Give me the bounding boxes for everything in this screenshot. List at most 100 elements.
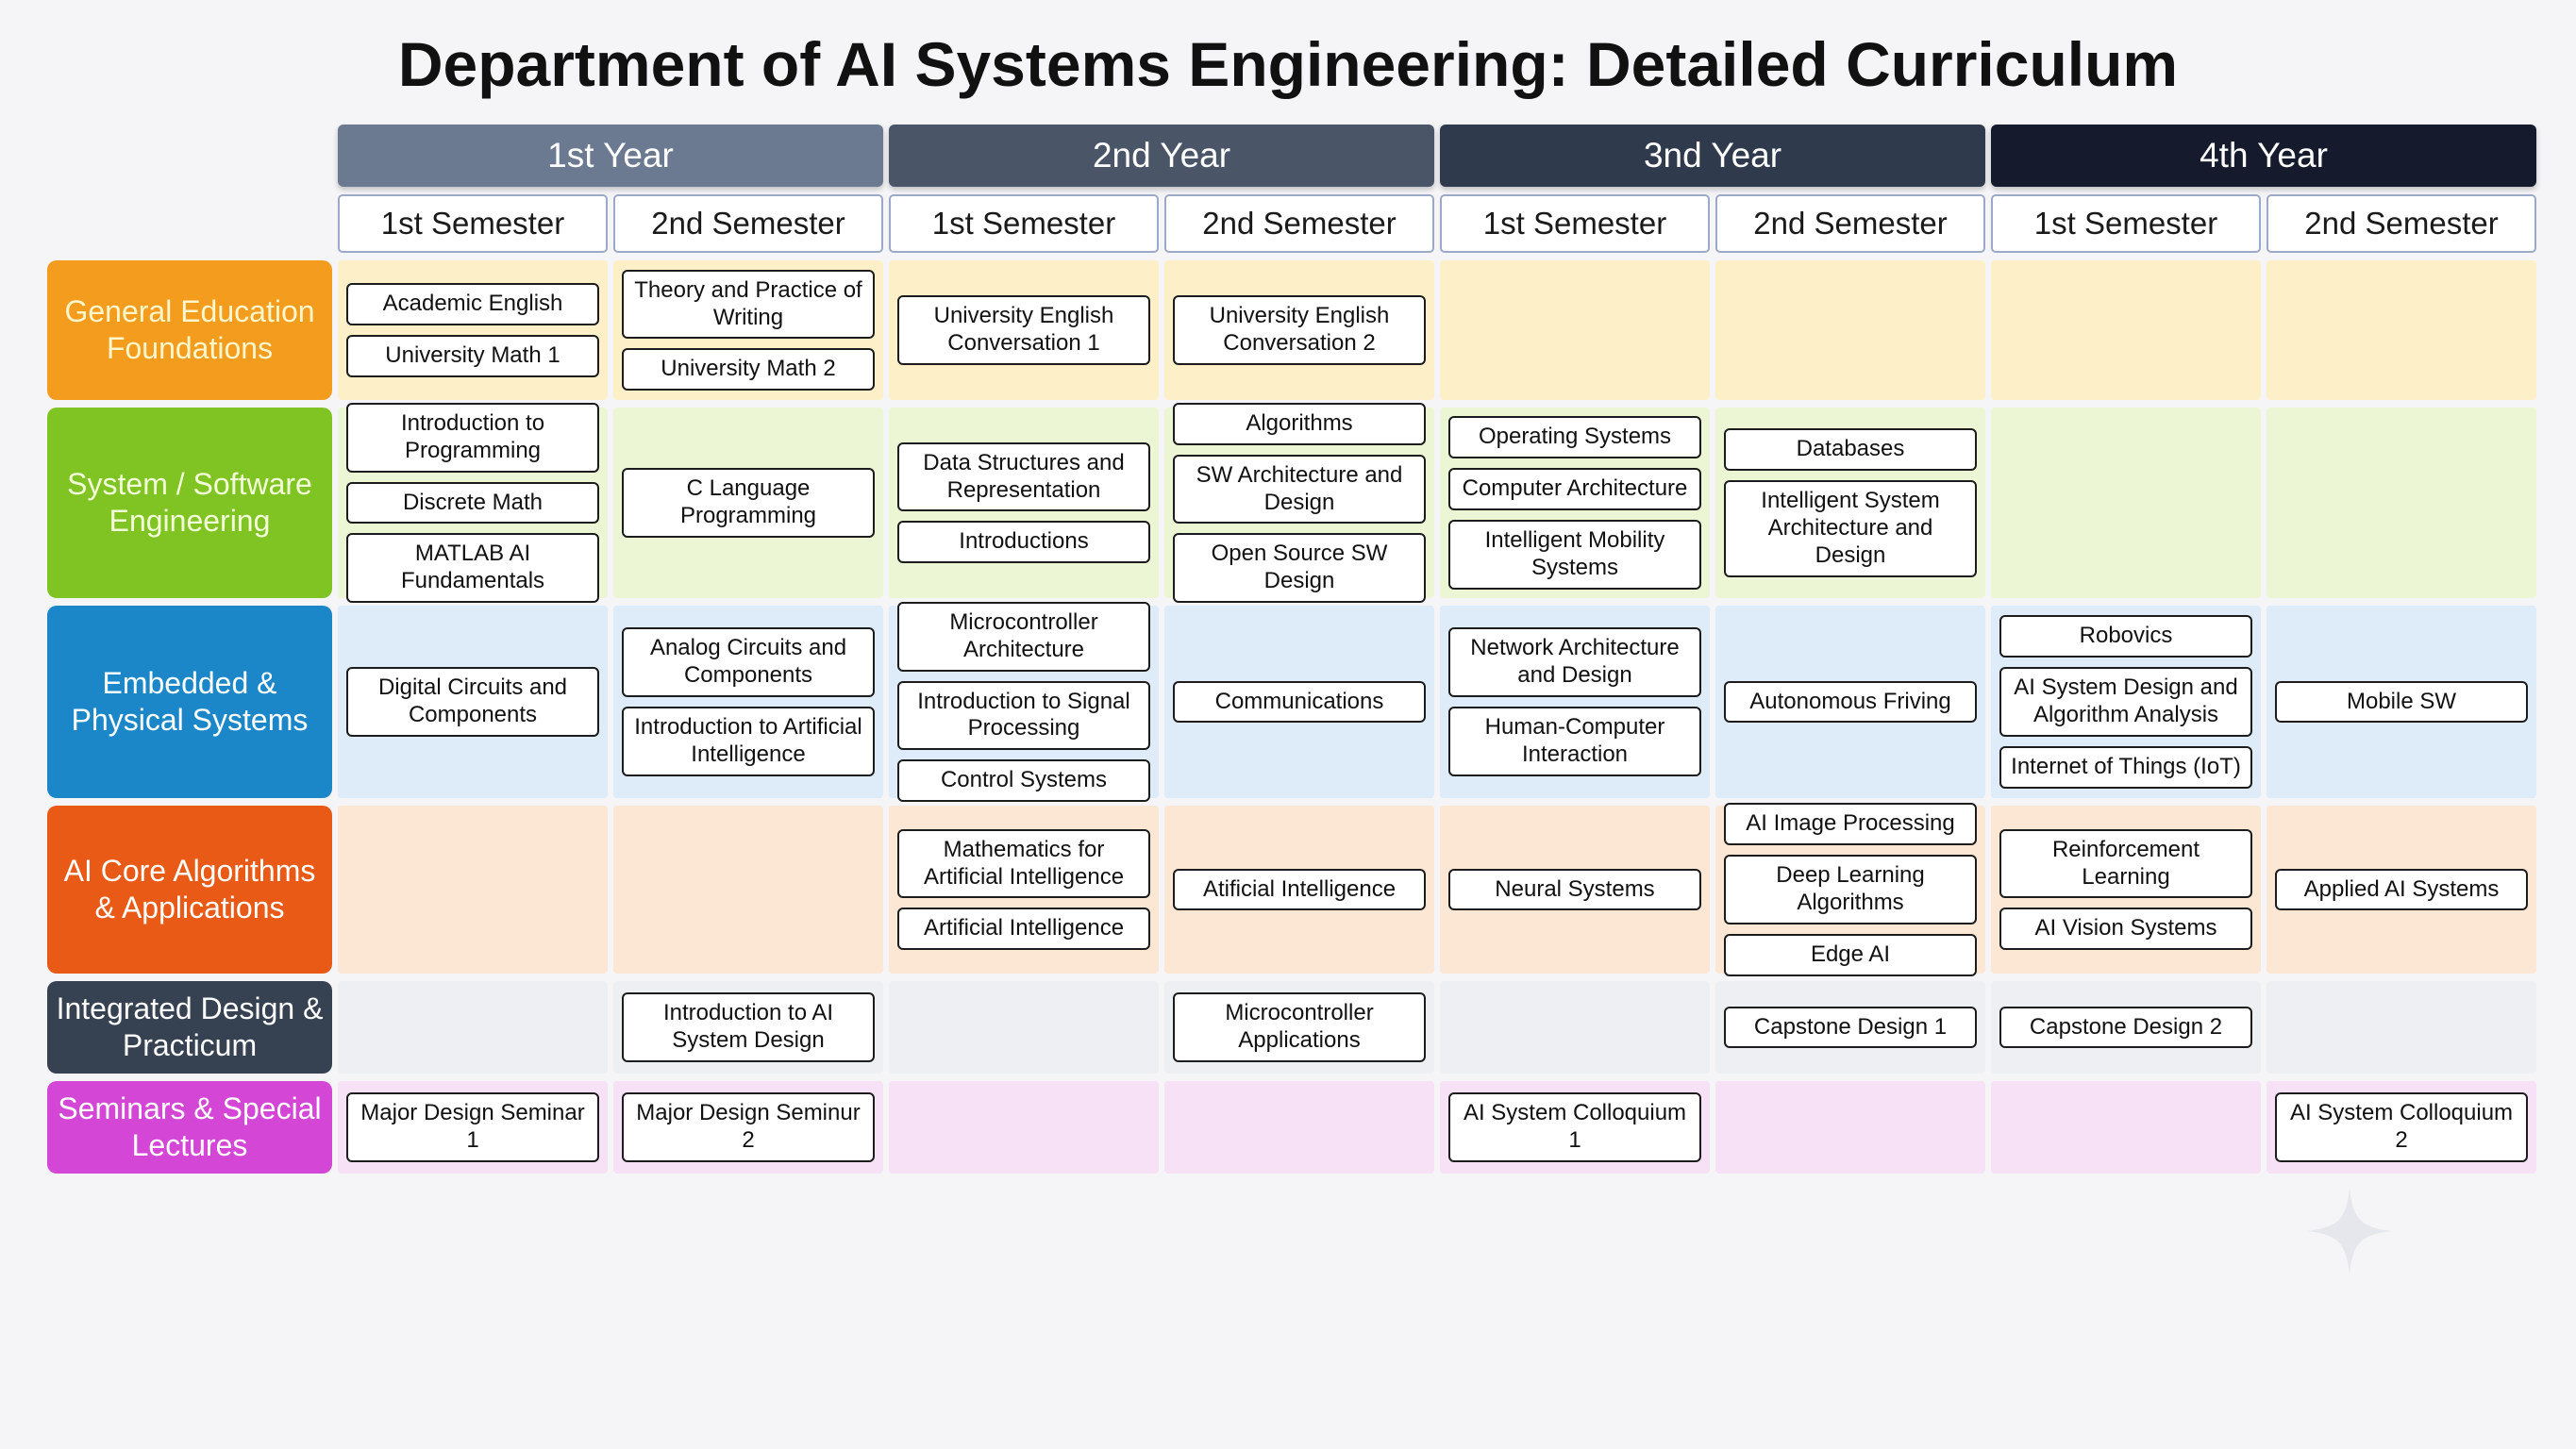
course-box: Edge AI: [1724, 933, 1977, 976]
semester-header: 2nd Semester: [613, 194, 883, 253]
curriculum-cell: Atificial Intelligence: [1164, 806, 1434, 974]
course-box: Capstone Design 1: [1724, 1006, 1977, 1049]
semester-header: 1st Semester: [1440, 194, 1710, 253]
curriculum-cell: [1440, 981, 1710, 1074]
header-corner: [47, 125, 332, 187]
course-box: Microcontroller Architecture: [897, 602, 1150, 672]
course-box: Intelligent System Architecture and Desi…: [1724, 480, 1977, 577]
curriculum-cell: [2267, 408, 2536, 598]
year-header: 4th Year: [1991, 125, 2536, 187]
curriculum-cell: University English Conversation 1: [889, 260, 1159, 400]
header-corner: [47, 194, 332, 253]
course-box: Databases: [1724, 428, 1977, 472]
course-box: Major Design Seminur 2: [622, 1092, 875, 1162]
course-box: Major Design Seminar 1: [346, 1092, 599, 1162]
curriculum-cell: Robovics AI System Design and Algorithm A…: [1991, 606, 2261, 798]
curriculum-cell: [1991, 1081, 2261, 1174]
course-box: Introduction to AI System Design: [622, 992, 875, 1062]
course-box: Deep Learning Algorithms: [1724, 855, 1977, 924]
curriculum-cell: [2267, 981, 2536, 1074]
course-box: AI Image Processing: [1724, 803, 1977, 846]
curriculum-cell: C Language Programming: [613, 408, 883, 598]
curriculum-cell: AI System Colloquium 2: [2267, 1081, 2536, 1174]
course-box: Analog Circuits and Components: [622, 627, 875, 697]
course-box: Human-Computer Interaction: [1448, 707, 1701, 776]
curriculum-cell: [1991, 408, 2261, 598]
category-label: Embedded & Physical Systems: [47, 606, 332, 798]
course-box: Microcontroller Applications: [1173, 992, 1426, 1062]
course-box: C Language Programming: [622, 468, 875, 538]
course-box: Artificial Intelligence: [897, 908, 1150, 951]
course-box: Discrete Math: [346, 481, 599, 525]
course-box: Open Source SW Design: [1173, 533, 1426, 603]
sparkle-icon: [2307, 1189, 2392, 1274]
course-box: University English Conversation 1: [897, 295, 1150, 365]
semester-header: 1st Semester: [1991, 194, 2261, 253]
curriculum-cell: Reinforcement Learning AI Vision Systems: [1991, 806, 2261, 974]
course-box: Control Systems: [897, 759, 1150, 802]
course-box: Atificial Intelligence: [1173, 868, 1426, 911]
course-box: Neural Systems: [1448, 868, 1701, 911]
curriculum-cell: [1991, 260, 2261, 400]
course-box: University Math 1: [346, 335, 599, 377]
course-box: Capstone Design 2: [1999, 1006, 2252, 1049]
curriculum-cell: Neural Systems: [1440, 806, 1710, 974]
curriculum-cell: [1164, 1081, 1434, 1174]
course-box: Academic English: [346, 283, 599, 325]
category-label: System / Software Engineering: [47, 408, 332, 598]
course-box: Mobile SW: [2275, 680, 2528, 724]
curriculum-cell: [338, 806, 608, 974]
semester-header: 2nd Semester: [1715, 194, 1985, 253]
course-box: Robovics: [1999, 615, 2252, 658]
year-header: 3nd Year: [1440, 125, 1985, 187]
course-box: Data Structures and Representation: [897, 441, 1150, 512]
semester-header: 2nd Semester: [1164, 194, 1434, 253]
year-header: 2nd Year: [889, 125, 1434, 187]
page-title: Department of AI Systems Engineering: De…: [397, 29, 2179, 99]
course-box: Internet of Things (IoT): [1999, 745, 2252, 789]
curriculum-cell: [613, 806, 883, 974]
course-box: Intelligent Mobility Systems: [1448, 520, 1701, 590]
course-box: Applied AI Systems: [2275, 868, 2528, 911]
curriculum-cell: [2267, 260, 2536, 400]
course-box: Introduction to Programming: [346, 403, 599, 473]
course-box: Algorithms: [1173, 403, 1426, 445]
course-box: Network Architecture and Design: [1448, 627, 1701, 697]
curriculum-cell: Mobile SW: [2267, 606, 2536, 798]
curriculum-cell: [889, 1081, 1159, 1174]
curriculum-cell: Microcontroller Applications: [1164, 981, 1434, 1074]
course-box: Mathematics for Artificial Intelligence: [897, 828, 1150, 899]
course-box: AI System Design and Algorithm Analysis: [1999, 667, 2252, 737]
curriculum-cell: Major Design Seminur 2: [613, 1081, 883, 1174]
curriculum-cell: Capstone Design 1: [1715, 981, 1985, 1074]
curriculum-cell: Autonomous Friving: [1715, 606, 1985, 798]
course-box: Introduction to Signal Processing: [897, 680, 1150, 751]
course-box: Computer Architecture: [1448, 468, 1701, 510]
curriculum-cell: [1440, 260, 1710, 400]
course-box: Introduction to Artificial Intelligence: [622, 707, 875, 776]
curriculum-cell: Communications: [1164, 606, 1434, 798]
curriculum-cell: [338, 981, 608, 1074]
course-box: AI Vision Systems: [1999, 908, 2252, 951]
curriculum-cell: [889, 981, 1159, 1074]
course-box: Operating Systems: [1448, 416, 1701, 459]
curriculum-cell: [1715, 260, 1985, 400]
course-box: Theory and Practice of Writing: [622, 269, 875, 340]
course-box: University English Conversation 2: [1173, 295, 1426, 365]
course-box: Autonomous Friving: [1724, 680, 1977, 724]
curriculum-cell: Introduction to AI System Design: [613, 981, 883, 1074]
curriculum-cell: [1715, 1081, 1985, 1174]
course-box: Reinforcement Learning: [1999, 828, 2252, 899]
